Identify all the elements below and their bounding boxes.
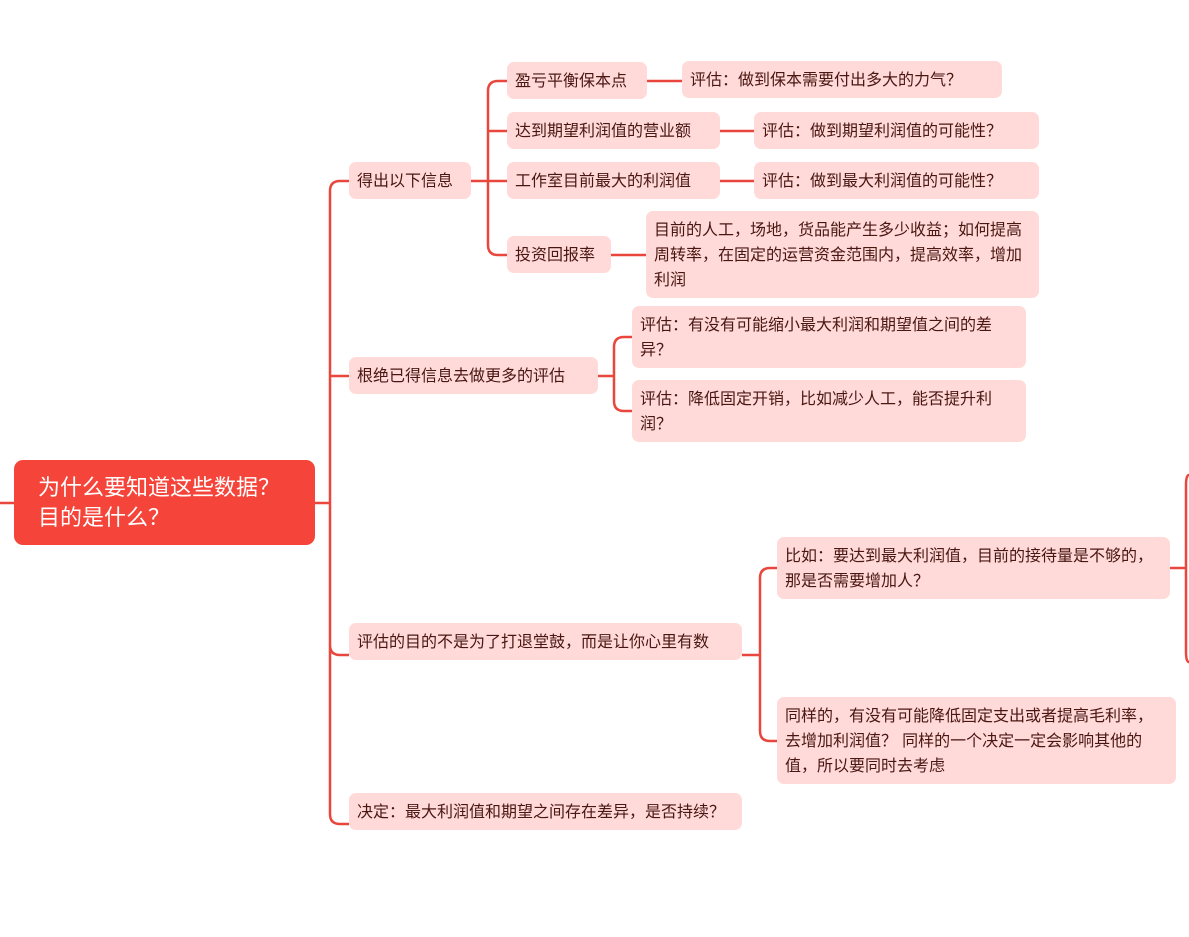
node-label: 比如：要达到最大利润值，目前的接待量是不够的，那是否需要增加人？ — [785, 546, 1154, 590]
branch-get-info[interactable]: 得出以下信息 — [349, 162, 471, 199]
node-expected-detail[interactable]: 评估：做到期望利润值的可能性？ — [754, 112, 1039, 149]
node-label: 根绝已得信息去做更多的评估 — [357, 366, 566, 385]
node-max-profit-detail[interactable]: 评估：做到最大利润值的可能性？ — [754, 162, 1039, 199]
branch-more-evaluation[interactable]: 根绝已得信息去做更多的评估 — [349, 357, 598, 394]
node-label: 决定：最大利润值和期望之间存在差异，是否持续？ — [357, 802, 726, 821]
node-max-profit[interactable]: 工作室目前最大的利润值 — [507, 162, 720, 199]
node-label: 评估：做到最大利润值的可能性？ — [762, 171, 1003, 190]
connector-branch-2 — [598, 335, 632, 413]
node-add-staff[interactable]: 比如：要达到最大利润值，目前的接待量是不够的，那是否需要增加人？ — [777, 537, 1170, 599]
node-label: 评估：有没有可能缩小最大利润和期望值之间的差异？ — [640, 315, 993, 359]
connector-branch-3 — [742, 566, 777, 743]
branch-purpose[interactable]: 评估的目的不是为了打退堂鼓，而是让你心里有数 — [349, 623, 742, 660]
node-margin[interactable]: 同样的，有没有可能降低固定支出或者提高毛利率，去增加利润值？ 同样的一个决定一定… — [777, 697, 1176, 784]
node-roi-detail[interactable]: 目前的人工，场地，货品能产生多少收益；如何提高周转率，在固定的运营资金范围内，提… — [646, 211, 1039, 298]
node-label: 评估：降低固定开销，比如减少人工，能否提升利润？ — [640, 389, 993, 433]
node-label: 评估：做到保本需要付出多大的力气？ — [690, 70, 963, 89]
node-label: 评估：做到期望利润值的可能性？ — [762, 121, 1003, 140]
node-roi[interactable]: 投资回报率 — [507, 236, 611, 273]
node-label: 投资回报率 — [515, 245, 596, 264]
node-narrow-gap[interactable]: 评估：有没有可能缩小最大利润和期望值之间的差异？ — [632, 306, 1026, 368]
node-expected-revenue[interactable]: 达到期望利润值的营业额 — [507, 112, 720, 149]
node-label: 同样的，有没有可能降低固定支出或者提高毛利率，去增加利润值？ 同样的一个决定一定… — [785, 706, 1154, 775]
connector-branch-1 — [471, 79, 507, 257]
node-breakeven[interactable]: 盈亏平衡保本点 — [507, 62, 647, 99]
node-label: 目前的人工，场地，货品能产生多少收益；如何提高周转率，在固定的运营资金范围内，提… — [654, 220, 1023, 289]
node-label: 评估的目的不是为了打退堂鼓，而是让你心里有数 — [357, 632, 710, 651]
branch-decision[interactable]: 决定：最大利润值和期望之间存在差异，是否持续？ — [349, 793, 742, 830]
root-title: 为什么要知道这些数据？目的是什么？ — [38, 476, 281, 531]
connector-trunk — [328, 179, 349, 826]
connector-offscreen — [1170, 473, 1189, 664]
node-label: 得出以下信息 — [357, 171, 454, 190]
node-reduce-cost[interactable]: 评估：降低固定开销，比如减少人工，能否提升利润？ — [632, 380, 1026, 442]
node-label: 盈亏平衡保本点 — [515, 71, 628, 90]
node-breakeven-detail[interactable]: 评估：做到保本需要付出多大的力气？ — [682, 61, 1002, 98]
node-label: 达到期望利润值的营业额 — [515, 121, 692, 140]
connector-details — [611, 79, 754, 257]
root-topic[interactable]: 为什么要知道这些数据？目的是什么？ — [14, 460, 315, 545]
node-label: 工作室目前最大的利润值 — [515, 171, 692, 190]
